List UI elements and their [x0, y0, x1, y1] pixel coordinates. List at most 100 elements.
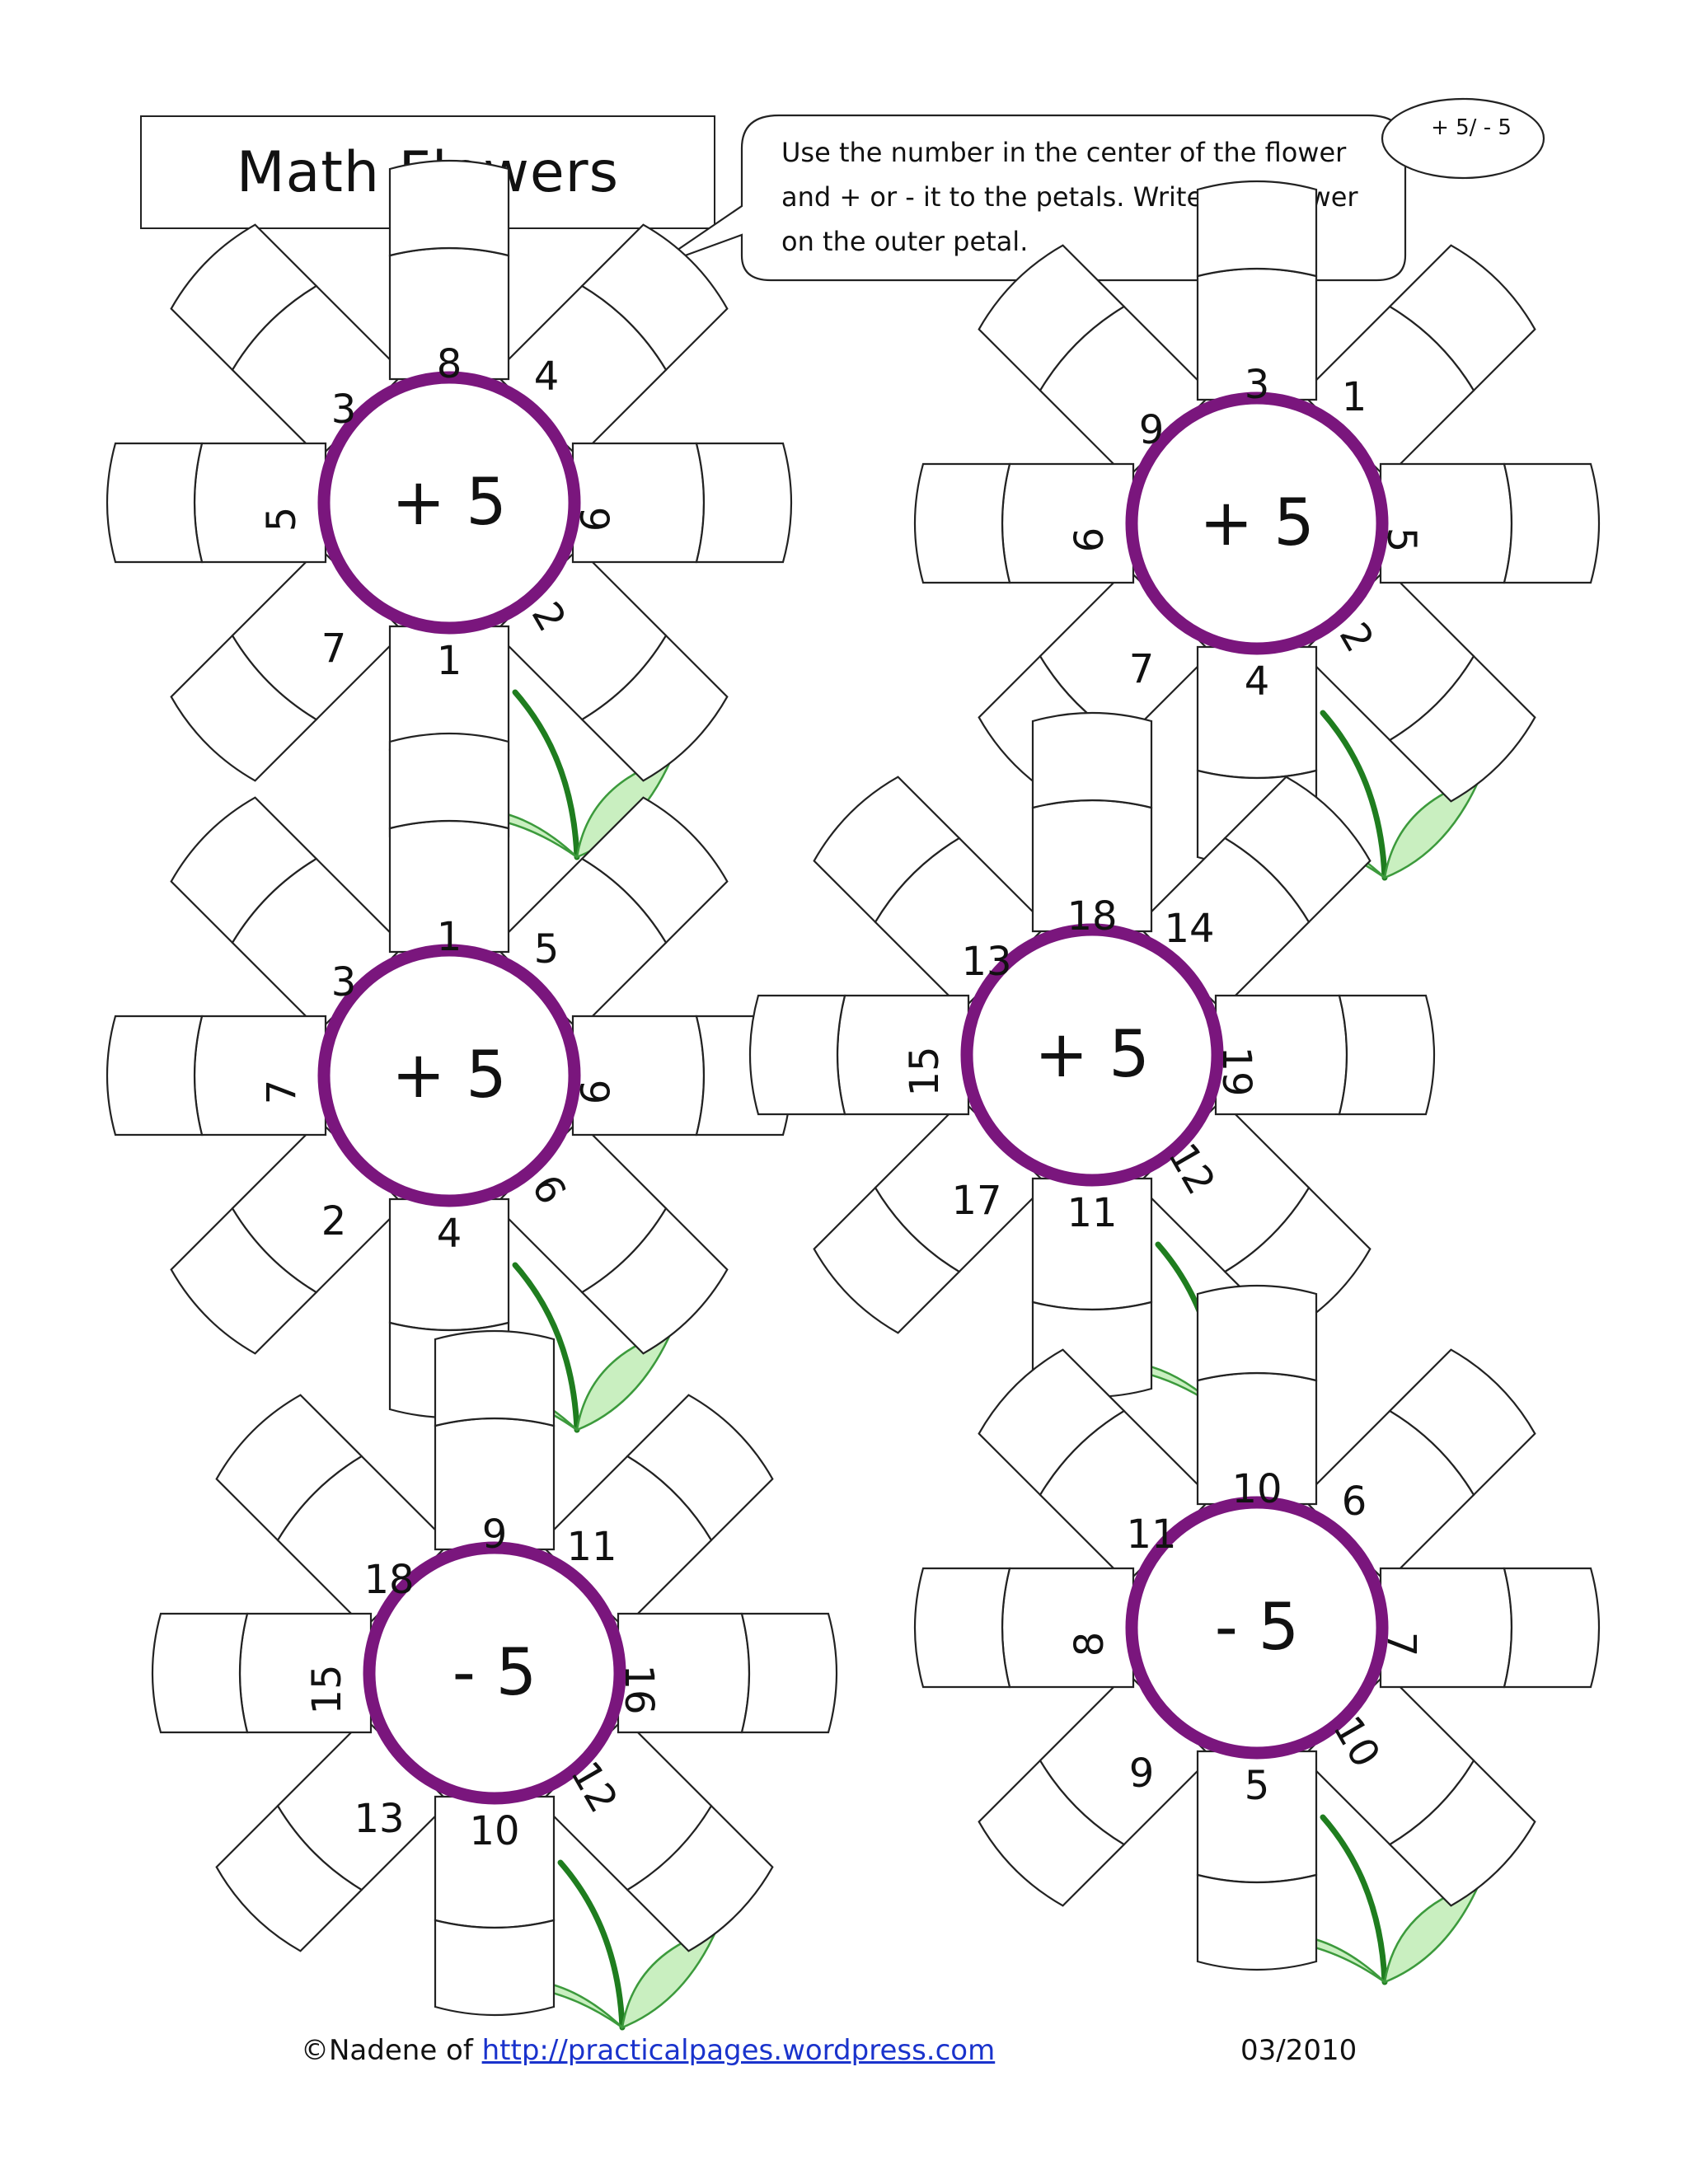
- petal-outer: [170, 634, 318, 782]
- instructions-text: Use the number in the center of the flow…: [781, 137, 1358, 257]
- petal-outer: [740, 1612, 838, 1734]
- petal-number: 4: [437, 1211, 462, 1257]
- flower-center-ring: [363, 1541, 626, 1805]
- petal-number: 4: [534, 354, 560, 400]
- flower-center-ring: [1125, 1496, 1389, 1760]
- petal-outer: [978, 244, 1126, 392]
- petal-inner: [193, 442, 327, 564]
- petal-outer: [813, 776, 961, 924]
- petal-outer: [434, 1329, 556, 1427]
- petal-outer: [170, 796, 318, 944]
- petal-outer: [913, 462, 1011, 584]
- petal-inner: [193, 1015, 327, 1137]
- petal-number: 5: [259, 507, 305, 532]
- petal-number: 18: [363, 1557, 414, 1603]
- petal-number: 15: [304, 1664, 350, 1714]
- operation-tag: + 5/ - 5: [1431, 115, 1512, 140]
- petal-number: 8: [437, 341, 462, 387]
- flower-center-label: + 5: [392, 1038, 507, 1113]
- petal-outer: [1388, 244, 1536, 392]
- petal-number: 5: [1245, 1763, 1270, 1809]
- petal-outer: [215, 1394, 363, 1542]
- petal-number: 13: [354, 1796, 404, 1842]
- petal-outer: [626, 1394, 774, 1542]
- petal-number: 16: [616, 1664, 662, 1714]
- petal-number: 8: [1067, 1632, 1113, 1657]
- flower-center-label: + 5: [392, 466, 507, 540]
- petal-inner: [1379, 1567, 1513, 1689]
- petal-outer: [1388, 1759, 1536, 1907]
- flower-center-label: + 5: [1199, 486, 1315, 560]
- petal-number: 3: [331, 387, 357, 433]
- petal-number: 6: [1067, 527, 1113, 553]
- petal-inner: [571, 442, 706, 564]
- footer-link[interactable]: http://practicalpages.wordpress.com: [481, 2034, 996, 2067]
- petal-number: 3: [331, 959, 357, 1005]
- petal-inner: [1001, 1567, 1135, 1689]
- petal-number: 7: [259, 1080, 305, 1105]
- petal-outer: [580, 1207, 729, 1355]
- flower-center-ring: [317, 371, 581, 635]
- petal-outer: [1503, 462, 1601, 584]
- petal-number: 3: [1245, 362, 1270, 408]
- flower-center-label: - 5: [1215, 1591, 1300, 1665]
- petal-outer: [1196, 180, 1318, 278]
- petal-cardinal: [748, 994, 970, 1116]
- petal-number: 9: [1139, 407, 1165, 453]
- petal-number: 14: [1164, 906, 1214, 952]
- petal-cardinal: [1214, 994, 1436, 1116]
- petal-outer: [580, 796, 729, 944]
- petal-number: 1: [437, 638, 462, 684]
- petal-number: 4: [1245, 658, 1270, 705]
- petal-number: 7: [1378, 1632, 1424, 1657]
- petal-outer: [434, 1919, 556, 2017]
- petal-outer: [1338, 994, 1436, 1116]
- petal-number: 6: [1342, 1479, 1367, 1525]
- petal-number: 18: [1067, 893, 1117, 940]
- petal-outer: [170, 1207, 318, 1355]
- petal-outer: [978, 1348, 1126, 1497]
- petal-number: 9: [482, 1511, 508, 1558]
- petal-inner: [571, 1015, 706, 1137]
- petal-cardinal: [1196, 1284, 1318, 1506]
- petal-outer: [978, 1759, 1126, 1907]
- petal-outer: [580, 223, 729, 372]
- petal-cardinal: [151, 1612, 373, 1734]
- petal-cardinal: [434, 1329, 556, 1551]
- petal-number: 7: [1129, 646, 1155, 692]
- petal-outer: [1196, 1284, 1318, 1382]
- petal-outer: [1196, 1873, 1318, 1971]
- petal-outer: [913, 1567, 1011, 1689]
- footer-credit-prefix: ©Nadene of: [301, 2034, 482, 2067]
- petal-outer: [695, 442, 793, 564]
- petal-outer: [106, 1015, 204, 1137]
- petal-number: 17: [951, 1178, 1001, 1224]
- petal-number: 1: [1342, 374, 1367, 420]
- petal-number: 9: [570, 507, 617, 532]
- petal-cardinal: [1379, 462, 1601, 584]
- petal-outer: [813, 1186, 961, 1334]
- stem-line: [1320, 710, 1388, 881]
- petal-outer: [388, 732, 510, 830]
- petal-inner: [1001, 462, 1135, 584]
- petal-cardinal: [388, 159, 510, 381]
- petal-outer: [1223, 776, 1372, 924]
- stem-line: [557, 1859, 626, 2031]
- petal-inner: [1379, 462, 1513, 584]
- petal-outer: [215, 1804, 363, 1952]
- petal-outer: [1031, 711, 1153, 809]
- petal-outer: [580, 634, 729, 782]
- stem-line: [512, 689, 580, 860]
- petal-number: 19: [1213, 1046, 1259, 1096]
- flower-center-label: - 5: [452, 1636, 537, 1710]
- petal-number: 13: [961, 939, 1011, 985]
- petal-outer: [170, 223, 318, 372]
- petal-outer: [1388, 1348, 1536, 1497]
- flower-center-ring: [960, 923, 1224, 1187]
- petal-outer: [748, 994, 846, 1116]
- petal-number: 9: [570, 1080, 617, 1105]
